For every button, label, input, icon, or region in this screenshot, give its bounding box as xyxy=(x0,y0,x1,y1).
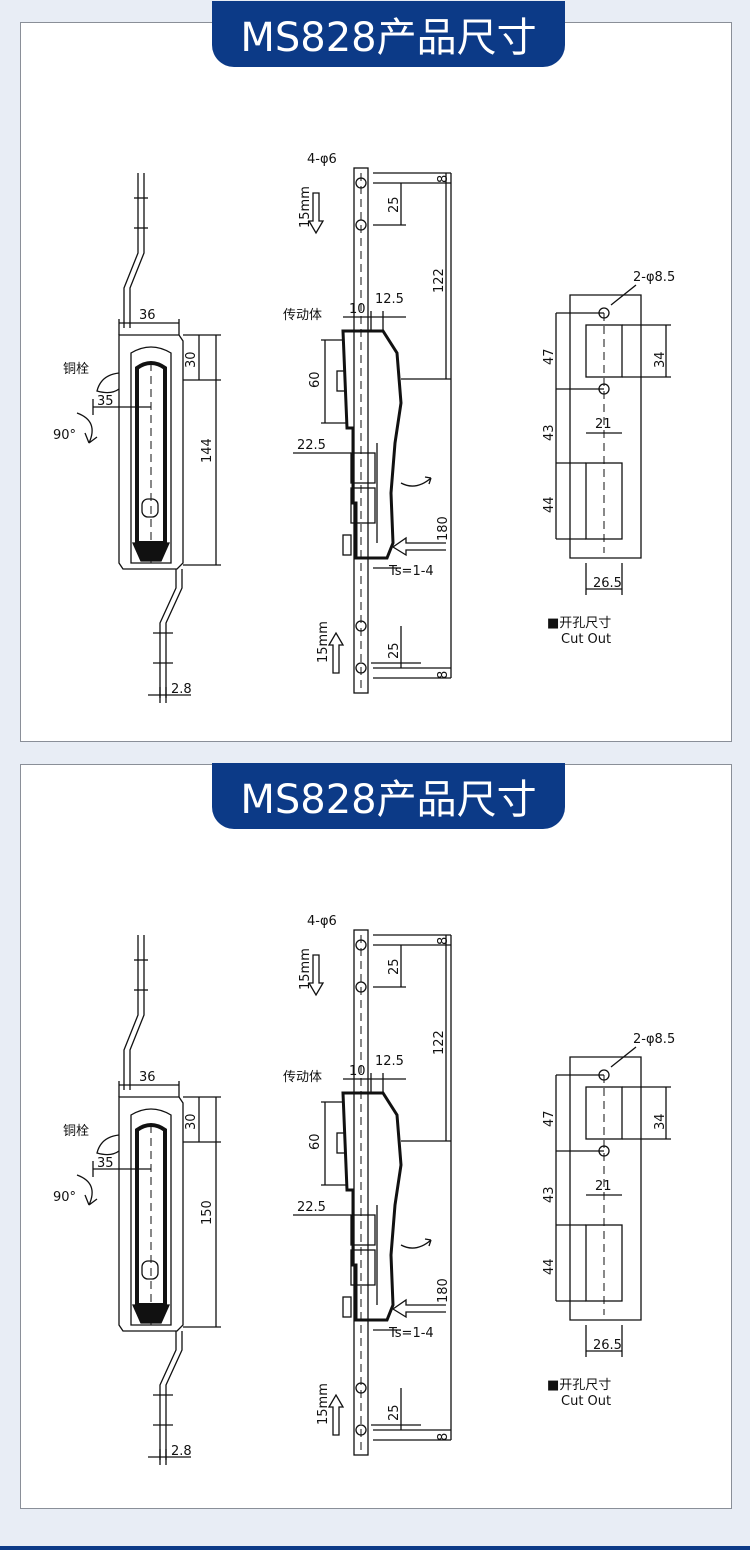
dim-d22: 22.5 xyxy=(297,1200,326,1215)
dim-top-h: 30 xyxy=(184,351,199,368)
side-view xyxy=(293,929,452,1456)
label-holes: 4-φ6 xyxy=(307,914,337,929)
dim-h43: 43 xyxy=(542,424,557,441)
dim-w26: 26.5 xyxy=(593,576,622,591)
dim-h44: 44 xyxy=(542,1258,557,1275)
label-cutout-en: Cut Out xyxy=(561,632,611,647)
dim-total: 180 xyxy=(436,1278,451,1303)
dim-total: 180 xyxy=(436,516,451,541)
dim-length: 122 xyxy=(432,268,447,293)
dim-h34: 34 xyxy=(653,1113,668,1130)
label-cut-holes: 2-φ8.5 xyxy=(633,1032,675,1047)
dim-h43: 43 xyxy=(542,1186,557,1203)
dim-bottom-gap: 8 xyxy=(436,671,451,679)
dimension-panel-2: MS828产品尺寸 xyxy=(20,763,732,1509)
dim-w2: 12.5 xyxy=(375,1054,404,1069)
dim-offset: 35 xyxy=(97,394,114,409)
cutout-view xyxy=(555,284,671,595)
dim-h34: 34 xyxy=(653,351,668,368)
label-angle: 90° xyxy=(53,1190,76,1205)
dim-h47: 47 xyxy=(542,1110,557,1127)
label-body: 传动体 xyxy=(283,308,322,323)
dim-length: 122 xyxy=(432,1030,447,1055)
dim-h44: 44 xyxy=(542,496,557,513)
label-holes: 4-φ6 xyxy=(307,152,337,167)
dim-h47: 47 xyxy=(542,348,557,365)
dim-w1: 10 xyxy=(349,302,366,317)
front-view xyxy=(76,935,221,1465)
front-view xyxy=(76,173,221,703)
dim-pitch-top: 25 xyxy=(387,958,402,975)
dim-stroke-bottom: 15mm xyxy=(316,621,331,663)
label-bolt: 铜栓 xyxy=(63,1124,89,1139)
dim-h60: 60 xyxy=(308,371,323,388)
dim-height: 144 xyxy=(200,438,215,463)
dim-pitch-top: 25 xyxy=(387,196,402,213)
dim-offset: 35 xyxy=(97,1156,114,1171)
label-angle: 90° xyxy=(53,428,76,443)
label-cutout-en: Cut Out xyxy=(561,1394,611,1409)
dim-top-gap: 8 xyxy=(436,937,451,945)
dim-stroke-bottom: 15mm xyxy=(316,1383,331,1425)
dim-w21: 21 xyxy=(595,1179,612,1194)
dim-height: 150 xyxy=(200,1200,215,1225)
dim-top-h: 30 xyxy=(184,1113,199,1130)
label-cutout-cn: ■开孔尺寸 xyxy=(547,1378,611,1393)
label-ts: Ts=1-4 xyxy=(388,1326,434,1341)
label-bolt: 铜栓 xyxy=(63,362,89,377)
dim-pitch-bottom: 25 xyxy=(387,1404,402,1421)
footer-bar xyxy=(0,1546,750,1550)
dim-pitch-bottom: 25 xyxy=(387,642,402,659)
cutout-view xyxy=(555,1046,671,1357)
dim-h60: 60 xyxy=(308,1133,323,1150)
side-view xyxy=(293,167,452,694)
dim-w2: 12.5 xyxy=(375,292,404,307)
dim-rod: 2.8 xyxy=(171,1444,192,1459)
dim-stroke-top: 15mm xyxy=(298,186,313,228)
dim-width: 36 xyxy=(139,1070,156,1085)
dim-d22: 22.5 xyxy=(297,438,326,453)
dim-w21: 21 xyxy=(595,417,612,432)
label-cutout-cn: ■开孔尺寸 xyxy=(547,616,611,631)
label-body: 传动体 xyxy=(283,1070,322,1085)
dim-top-gap: 8 xyxy=(436,175,451,183)
dim-w26: 26.5 xyxy=(593,1338,622,1353)
technical-drawing: 36 铜栓 35 90° 2.8 4-φ6 传动体 10 12.5 22.5 T… xyxy=(53,914,675,1465)
dim-bottom-gap: 8 xyxy=(436,1433,451,1441)
label-cut-holes: 2-φ8.5 xyxy=(633,270,675,285)
dim-width: 36 xyxy=(139,308,156,323)
panel-title: MS828产品尺寸 xyxy=(212,763,565,829)
label-ts: Ts=1-4 xyxy=(388,564,434,579)
panel-title: MS828产品尺寸 xyxy=(212,1,565,67)
technical-drawing: 36 铜栓 35 90° 2.8 4-φ6 传动体 10 12.5 22.5 T… xyxy=(53,152,675,703)
dimension-panel-1: MS828产品尺寸 xyxy=(20,1,732,742)
dim-rod: 2.8 xyxy=(171,682,192,697)
dim-w1: 10 xyxy=(349,1064,366,1079)
dim-stroke-top: 15mm xyxy=(298,948,313,990)
